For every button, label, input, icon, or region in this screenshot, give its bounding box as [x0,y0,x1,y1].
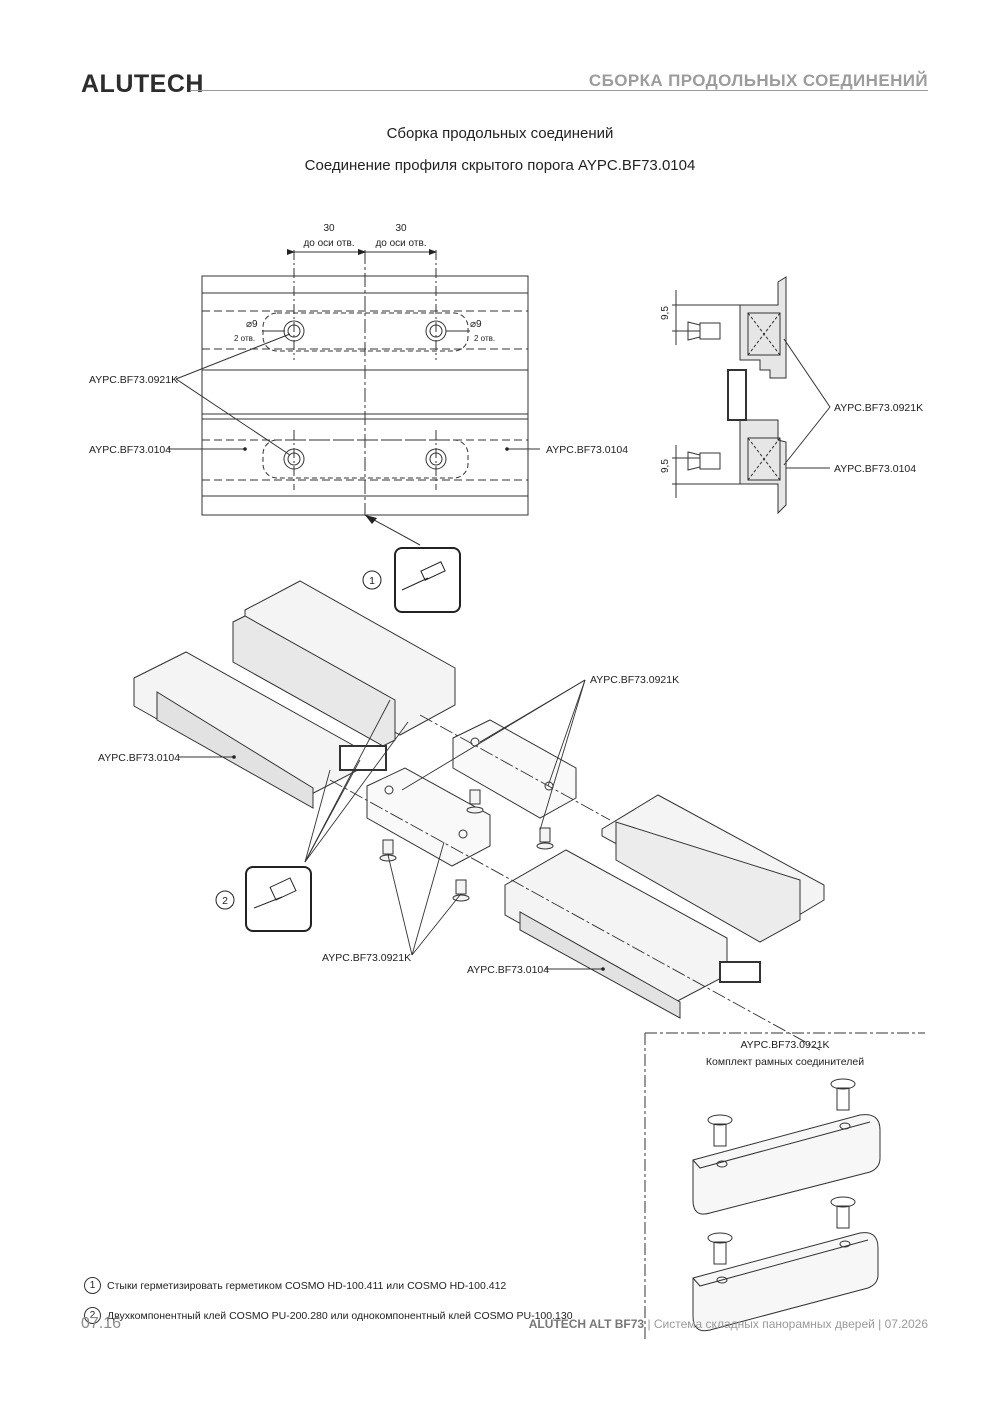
iso-label-connector-top: AYPC.BF73.0921K [590,674,679,686]
plan-label-profile-left: AYPC.BF73.0104 [89,444,171,456]
note-1: 1 Стыки герметизировать герметиком COSMO… [84,1277,506,1294]
section-label-connector: AYPC.BF73.0921K [834,402,923,414]
section-view [672,276,831,515]
callout-1-detail [362,547,461,613]
footer-description: | Система складных панорамных дверей | 0… [644,1317,928,1331]
page-number: 07.16 [81,1315,122,1332]
plan-view [168,249,540,546]
note-2-number: 2 [84,1307,101,1324]
footer-text: ALUTECH ALT BF73 | Система складных пано… [529,1317,928,1331]
callout-2-number: 2 [222,895,228,907]
kit-box [644,1032,925,1340]
brand-logo: ALUTECH [81,70,204,98]
kit-code: AYPC.BF73.0921K [740,1039,829,1051]
callout-1-number: 1 [369,575,375,587]
section-label-profile: AYPC.BF73.0104 [834,463,916,475]
iso-label-profile-left: AYPC.BF73.0104 [98,752,180,764]
plan-label-profile-right: AYPC.BF73.0104 [546,444,628,456]
note-1-number: 1 [84,1277,101,1294]
hole-diameter-left: ⌀9 [246,319,258,330]
kit-caption: Комплект рамных соединителей [706,1056,864,1068]
plan-label-connector: AYPC.BF73.0921K [89,374,178,386]
dim-left-value: 30 [323,223,335,234]
drawing-title: Сборка продольных соединений [386,125,614,142]
iso-label-profile-right: AYPC.BF73.0104 [467,964,549,976]
hole-diameter-right: ⌀9 [470,319,482,330]
callout-2-detail [215,866,312,932]
section-title: СБОРКА ПРОДОЛЬНЫХ СОЕДИНЕНИЙ [588,71,928,90]
section-dim-top: 9,5 [660,306,671,320]
drawing-subtitle: Соединение профиля скрытого порога AYPC.… [304,157,696,174]
section-dim-bottom: 9,5 [660,459,671,473]
dim-right-note: до оси отв. [375,238,426,249]
note-1-text: Стыки герметизировать герметиком COSMO H… [107,1279,507,1292]
hole-count-left: 2 отв. [234,334,255,343]
header-rule [190,90,928,91]
dim-left-note: до оси отв. [303,238,354,249]
hole-count-right: 2 отв. [474,334,495,343]
note-2: 2 Двухкомпонентный клей COSMO PU-200.280… [84,1307,573,1324]
iso-view [133,580,825,1019]
note-2-text: Двухкомпонентный клей COSMO PU-200.280 и… [107,1309,573,1322]
iso-label-connector-bottom: AYPC.BF73.0921K [322,952,411,964]
dim-right-value: 30 [395,223,407,234]
footer-product: ALUTECH ALT BF73 [528,1317,645,1331]
